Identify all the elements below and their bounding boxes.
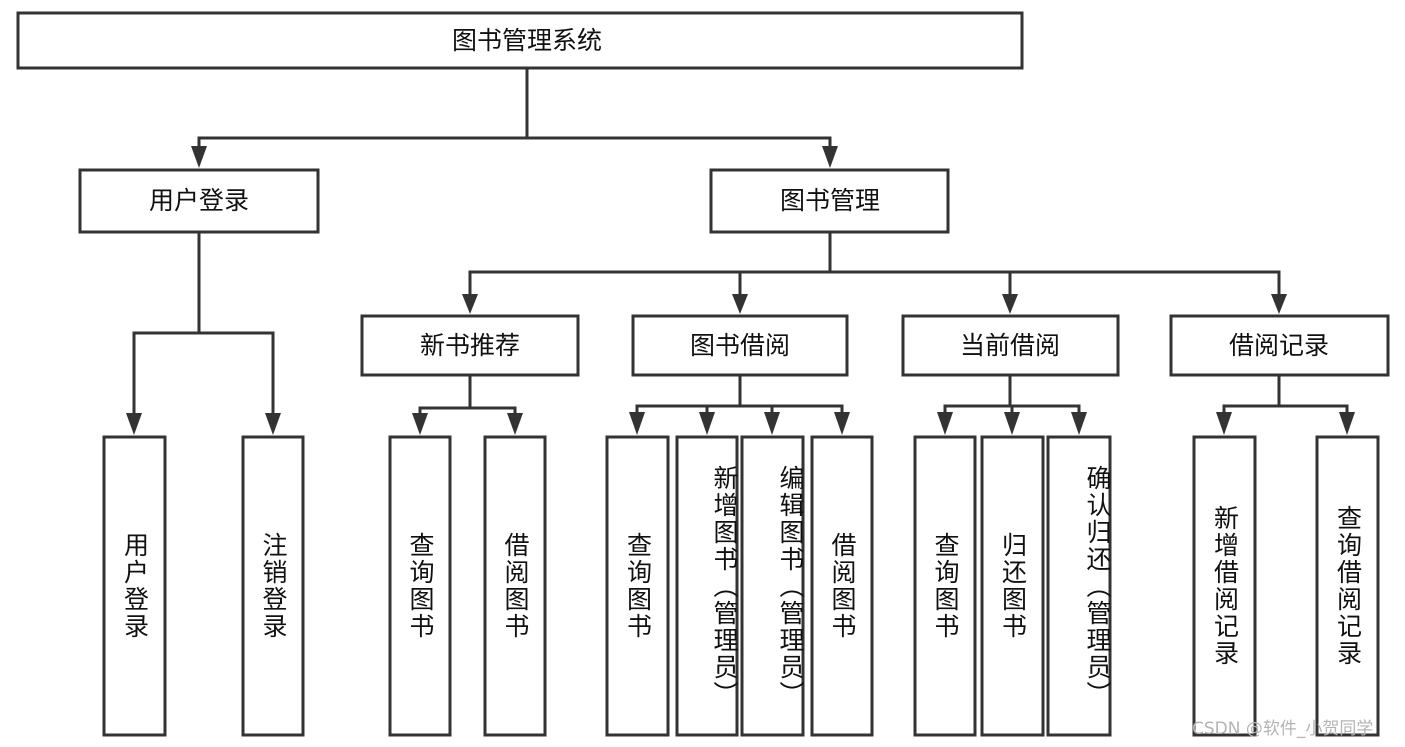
arrow-head-leaf-logout bbox=[265, 413, 281, 435]
arrow-head-leaf-borrow-book-rec bbox=[507, 413, 523, 435]
connector-group-root bbox=[191, 66, 838, 168]
arrow-head-leaf-return-book bbox=[1004, 412, 1020, 435]
node-current-borrow-label: 当前借阅 bbox=[960, 331, 1060, 360]
connector-group-new-book-rec bbox=[412, 373, 523, 435]
arrow-head-book-manage bbox=[822, 146, 838, 168]
arrow-head-current-borrow bbox=[1002, 294, 1018, 314]
node-book-manage-label: 图书管理 bbox=[780, 186, 880, 215]
arrow-head-leaf-borrow-book bbox=[834, 412, 850, 435]
leaf-node-boxes bbox=[102, 435, 1380, 737]
node-leaf-confirm-return-box[interactable] bbox=[1046, 435, 1112, 737]
node-borrow-record-box bbox=[1169, 314, 1390, 377]
arrow-head-leaf-query-book-current bbox=[937, 412, 953, 435]
csdn-watermark: CSDN @软件_小贺同学 bbox=[1192, 719, 1374, 739]
connector-group-book-borrow bbox=[629, 373, 850, 435]
node-leaf-query-book-rec-box[interactable] bbox=[388, 435, 452, 737]
node-root[interactable]: 图书管理系统 bbox=[16, 11, 1024, 70]
node-leaf-query-book-current-box[interactable] bbox=[913, 435, 977, 737]
node-new-book-rec-box bbox=[360, 314, 580, 377]
node-book-manage-box bbox=[709, 168, 950, 234]
arrow-head-book-borrow bbox=[732, 294, 748, 314]
connector-group-user-login bbox=[126, 230, 281, 435]
node-leaf-edit-book-box[interactable] bbox=[740, 435, 805, 737]
arrow-head-leaf-user-login bbox=[126, 413, 142, 435]
connector-group-borrow-record bbox=[1216, 373, 1355, 435]
arrow-head-leaf-query-book-borrow bbox=[629, 412, 645, 435]
node-root-box bbox=[16, 11, 1024, 70]
arrow-head-leaf-add-book bbox=[699, 412, 715, 435]
node-borrow-record[interactable]: 借阅记录 bbox=[1169, 314, 1390, 377]
node-book-borrow-label: 图书借阅 bbox=[690, 331, 790, 360]
node-leaf-query-book-borrow-box[interactable] bbox=[605, 435, 670, 737]
node-borrow-record-label: 借阅记录 bbox=[1229, 331, 1329, 360]
arrow-head-leaf-query-record bbox=[1339, 412, 1355, 435]
node-leaf-return-book-box[interactable] bbox=[980, 435, 1045, 737]
node-user-login-box bbox=[78, 168, 320, 234]
connector-group-current-borrow bbox=[937, 373, 1087, 435]
arrow-head-leaf-confirm-return bbox=[1071, 412, 1087, 435]
node-leaf-borrow-book-box[interactable] bbox=[810, 435, 874, 737]
node-new-book-rec-label: 新书推荐 bbox=[420, 331, 520, 360]
node-leaf-user-login-box[interactable] bbox=[102, 435, 167, 737]
node-book-manage[interactable]: 图书管理 bbox=[709, 168, 950, 234]
node-leaf-query-record-box[interactable] bbox=[1315, 435, 1380, 737]
node-leaf-add-record-box[interactable] bbox=[1192, 435, 1257, 737]
node-leaf-borrow-book-rec-box[interactable] bbox=[483, 435, 547, 737]
node-current-borrow-box bbox=[901, 314, 1120, 377]
arrow-head-borrow-record bbox=[1271, 294, 1287, 314]
arrow-head-leaf-add-record bbox=[1216, 412, 1232, 435]
node-leaf-logout-box[interactable] bbox=[241, 435, 305, 737]
arrow-head-new-book-rec bbox=[462, 294, 478, 314]
arrow-head-leaf-query-book-rec bbox=[412, 413, 428, 435]
node-root-label: 图书管理系统 bbox=[452, 26, 602, 55]
node-leaf-add-book-box[interactable] bbox=[675, 435, 739, 737]
connector-group-book-manage bbox=[462, 230, 1287, 314]
node-book-borrow-box bbox=[631, 314, 849, 377]
node-book-borrow[interactable]: 图书借阅 bbox=[631, 314, 849, 377]
node-current-borrow[interactable]: 当前借阅 bbox=[901, 314, 1120, 377]
node-user-login[interactable]: 用户登录 bbox=[78, 168, 320, 234]
node-user-login-label: 用户登录 bbox=[149, 186, 249, 215]
arrow-head-leaf-edit-book bbox=[764, 412, 780, 435]
node-new-book-rec[interactable]: 新书推荐 bbox=[360, 314, 580, 377]
arrow-head-user-login bbox=[191, 146, 207, 168]
